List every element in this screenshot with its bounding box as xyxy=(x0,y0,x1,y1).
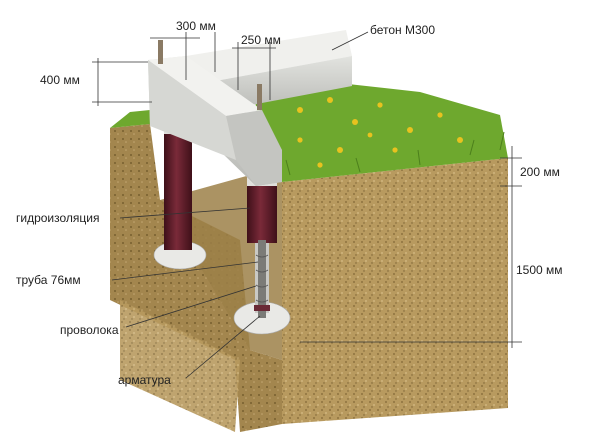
wire-wrap xyxy=(255,254,269,303)
label-dim-400: 400 мм xyxy=(40,73,80,87)
label-concrete: бетон М300 xyxy=(370,23,435,37)
concrete-beam xyxy=(148,30,352,186)
pile-left-pipe xyxy=(164,125,192,250)
label-dim-1500: 1500 мм xyxy=(516,263,563,277)
beam-left-face xyxy=(148,60,236,160)
beam-front-top xyxy=(148,56,262,116)
rebar-end-left xyxy=(158,40,163,64)
label-wire: проволока xyxy=(60,323,119,337)
grass-surface xyxy=(110,82,508,182)
label-rebar: арматура xyxy=(118,373,171,387)
soil-left-face xyxy=(110,124,282,432)
grass-top xyxy=(255,82,508,182)
pipe-bottom-ring xyxy=(254,305,270,311)
leader-lines xyxy=(111,207,261,379)
label-waterproofing: гидроизоляция xyxy=(16,211,99,225)
dandelions xyxy=(297,97,463,168)
wire-leader xyxy=(125,285,257,328)
waterproofing-leader xyxy=(119,207,251,219)
grass-left xyxy=(110,110,150,128)
dimension-lines xyxy=(92,31,522,348)
rebar-rod xyxy=(258,240,266,318)
labels: бетон М300 300 мм 250 мм 400 мм 200 мм 1… xyxy=(16,19,563,387)
label-pipe: труба 76мм xyxy=(16,273,81,287)
rebar-leader xyxy=(185,315,261,379)
label-dim-300: 300 мм xyxy=(176,19,216,33)
pipe-leader xyxy=(111,261,259,281)
beam-side-back xyxy=(210,56,352,112)
label-dim-200: 200 мм xyxy=(520,165,560,179)
soil-front-right-face xyxy=(282,158,508,424)
soil-lower-step xyxy=(120,300,240,432)
beam-front-end xyxy=(226,110,282,186)
concrete-leader xyxy=(331,31,369,51)
rebar-end-right xyxy=(257,84,262,110)
beam-top-back xyxy=(186,30,352,82)
label-dim-250: 250 мм xyxy=(241,33,281,47)
